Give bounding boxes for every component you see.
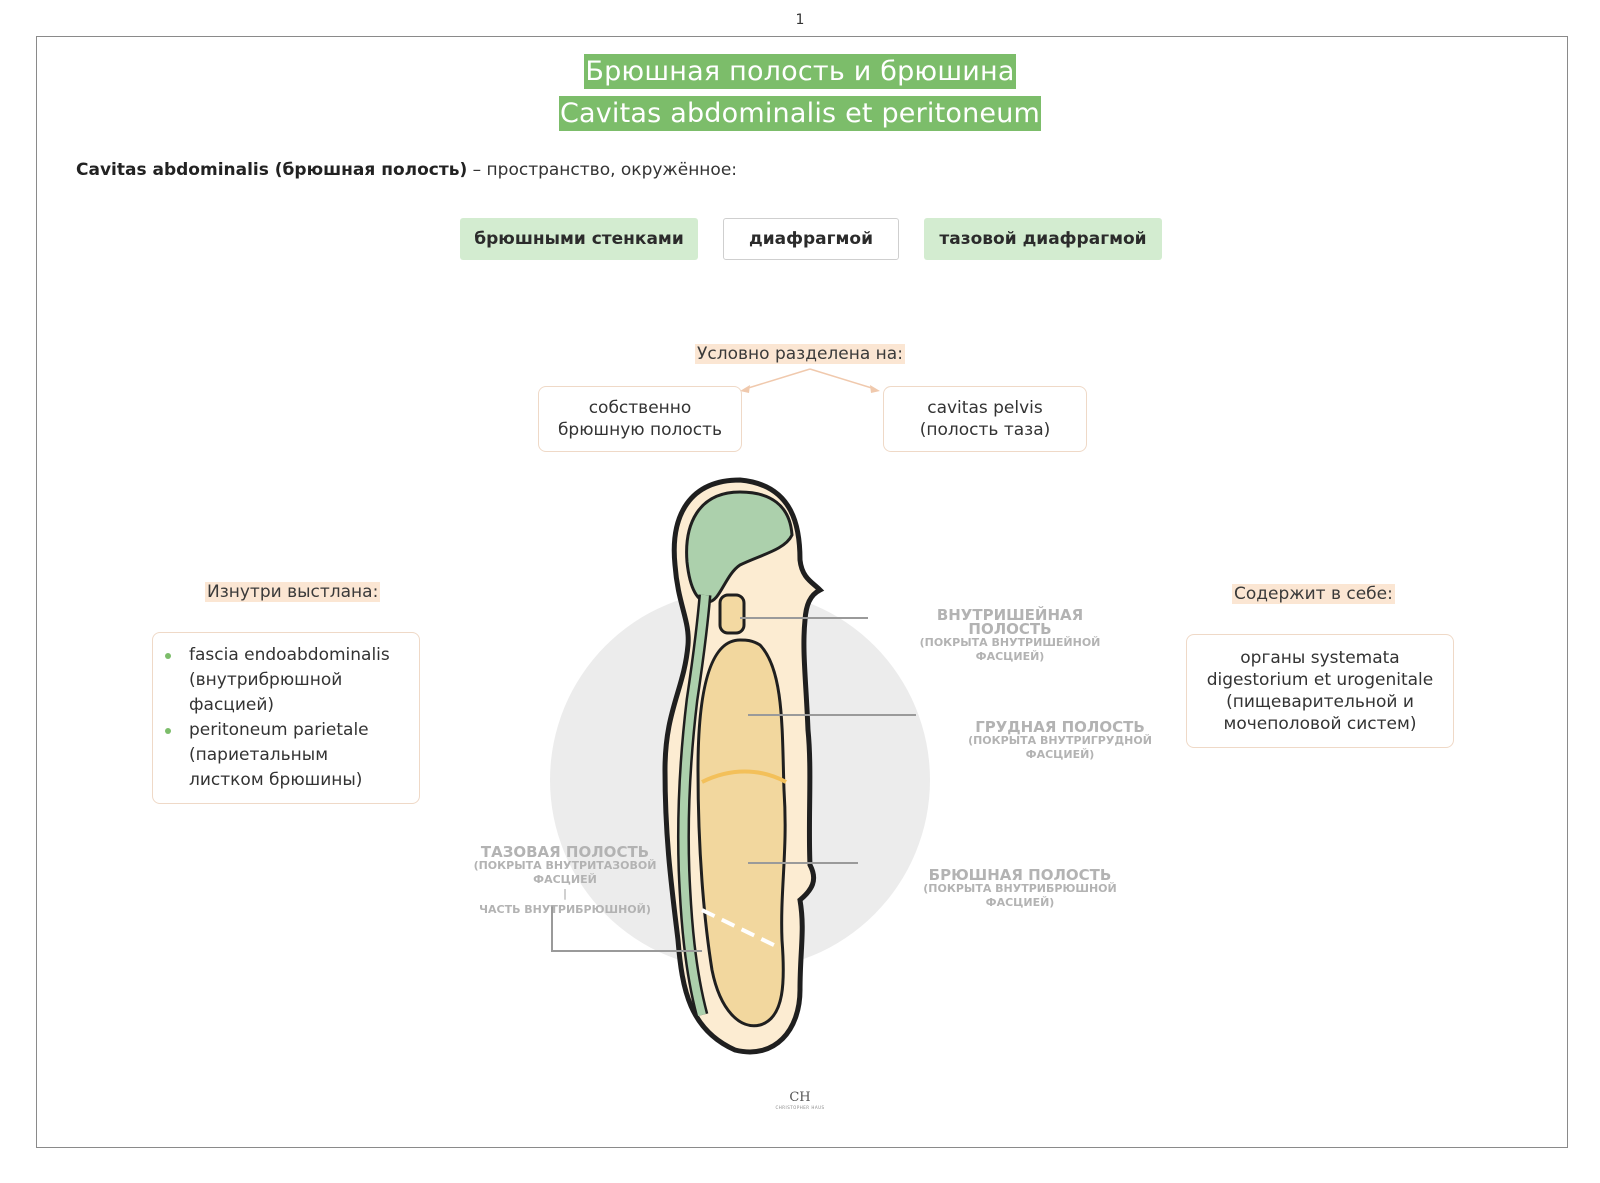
- contains-box: органы systemata digestorium et urogenit…: [1186, 634, 1454, 748]
- logo: CH CHRISTOPHER HAUS: [770, 1090, 830, 1110]
- list-item: fascia endoabdominalis (внутрибрюшной фа…: [153, 643, 390, 718]
- page-frame: [36, 36, 1568, 1148]
- lined-list: fascia endoabdominalis (внутрибрюшной фа…: [153, 643, 390, 793]
- intro-sentence: Cavitas abdominalis (брюшная полость) – …: [76, 160, 737, 180]
- pill-diaphragm: диафрагмой: [723, 218, 899, 260]
- lined-label-wrap: Изнутри выстлана:: [205, 582, 381, 602]
- pill-pelvic-diaphragm: тазовой диафрагмой: [924, 218, 1162, 260]
- box-cavitas-pelvis: cavitas pelvis (полость таза): [883, 386, 1087, 452]
- diaphragm-line: [701, 769, 787, 784]
- label-thoracic-cavity: ГРУДНАЯ ПОЛОСТЬ (ПОКРЫТА ВНУТРИГРУДНОЙ Ф…: [968, 718, 1152, 762]
- box-cavitas-pelvis-line1: cavitas pelvis: [927, 398, 1043, 418]
- box-abdominal-proper-line1: собственно: [588, 398, 692, 418]
- intro-term: Cavitas abdominalis (брюшная полость): [76, 160, 468, 180]
- title-ru: Брюшная полость и брюшина: [584, 54, 1016, 89]
- contains-line: мочеполовой систем): [1223, 714, 1417, 734]
- body-sagittal-diagram: [550, 477, 930, 1055]
- brain-region: [685, 490, 794, 604]
- intro-rest: – пространство, окружённое:: [467, 160, 738, 180]
- contains-line: digestorium et urogenitale: [1206, 670, 1434, 690]
- divided-label-wrap: Условно разделена на:: [0, 344, 1600, 364]
- pointer-pelvic: [551, 906, 702, 952]
- contains-label: Содержит в себе:: [1232, 584, 1395, 604]
- contains-label-wrap: Содержит в себе:: [1232, 584, 1395, 604]
- pill-abdominal-walls: брюшными стенками: [460, 218, 698, 260]
- list-item: peritoneum parietale (париетальным листк…: [153, 718, 390, 793]
- title-latin: Cavitas abdominalis et peritoneum: [558, 96, 1042, 131]
- label-pelvic-cavity: ТАЗОВАЯ ПОЛОСТЬ (ПОКРЫТА ВНУТРИТАЗОВОЙ Ф…: [473, 843, 657, 917]
- label-abdominal-cavity: БРЮШНАЯ ПОЛОСТЬ (ПОКРЫТА ВНУТРИБРЮШНОЙ Ф…: [923, 866, 1117, 910]
- logo-caption: CHRISTOPHER HAUS: [775, 1105, 825, 1110]
- lined-box: fascia endoabdominalis (внутрибрюшной фа…: [152, 632, 420, 804]
- contains-line: (пищеварительной и: [1226, 692, 1414, 712]
- box-abdominal-proper: собственно брюшную полость: [538, 386, 742, 452]
- lined-label: Изнутри выстлана:: [205, 582, 381, 602]
- divided-arrows: [740, 368, 880, 393]
- pelvic-inlet-line: [701, 908, 781, 950]
- box-abdominal-proper-line2: брюшную полость: [557, 420, 723, 440]
- logo-monogram: CH: [789, 1090, 811, 1105]
- contains-line: органы systemata: [1240, 648, 1400, 668]
- page-number: 1: [795, 12, 805, 28]
- neck-cavity: [718, 593, 746, 635]
- divided-label: Условно разделена на:: [695, 344, 905, 364]
- trunk-cavity: [696, 638, 787, 1028]
- box-cavitas-pelvis-line2: (полость таза): [919, 420, 1051, 440]
- label-neck-cavity: ВНУТРИШЕЙНАЯ ПОЛОСТЬ (ПОКРЫТА ВНУТРИШЕЙН…: [919, 606, 1101, 664]
- spinal-canal-fill: [679, 594, 709, 1017]
